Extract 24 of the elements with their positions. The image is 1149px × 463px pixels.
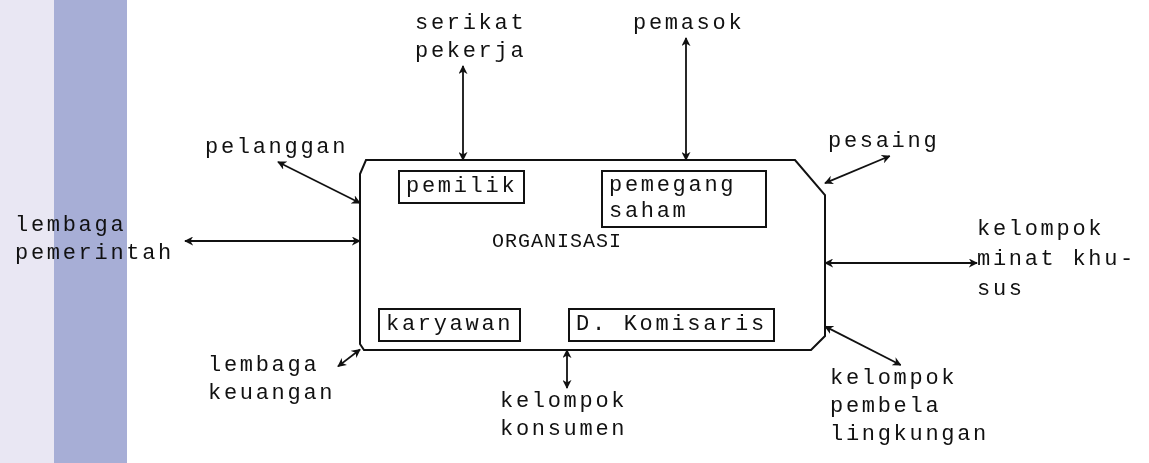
member-box: pemilik (398, 170, 526, 204)
stakeholder-label: kelompok konsumen (500, 388, 650, 444)
stakeholder-label: kelompok pembela lingkungan (830, 365, 1000, 449)
stakeholder-label: lembaga pemerintah (15, 212, 185, 268)
organization-box (360, 160, 825, 350)
double-arrow (337, 348, 361, 368)
member-box: D. Komisaris (568, 308, 775, 342)
double-arrow (681, 37, 691, 161)
double-arrow (184, 236, 361, 246)
double-arrow (562, 349, 572, 389)
double-arrow (824, 258, 978, 268)
member-box: pemegang saham (601, 170, 767, 228)
double-arrow (824, 325, 902, 366)
stakeholder-label: pelanggan (205, 134, 349, 162)
stakeholder-label: pesaing (828, 128, 940, 156)
stakeholder-label: pemasok (633, 10, 745, 38)
member-box: karyawan (378, 308, 522, 342)
stakeholder-label: lembaga keuangan (208, 352, 338, 408)
double-arrow (458, 65, 468, 161)
stakeholder-label: serikat pekerja (415, 10, 565, 66)
double-arrow (824, 154, 891, 185)
organization-label: ORGANISASI (492, 229, 623, 255)
stakeholder-label: kelompok minat khu- sus (977, 215, 1147, 305)
double-arrow (277, 161, 361, 204)
